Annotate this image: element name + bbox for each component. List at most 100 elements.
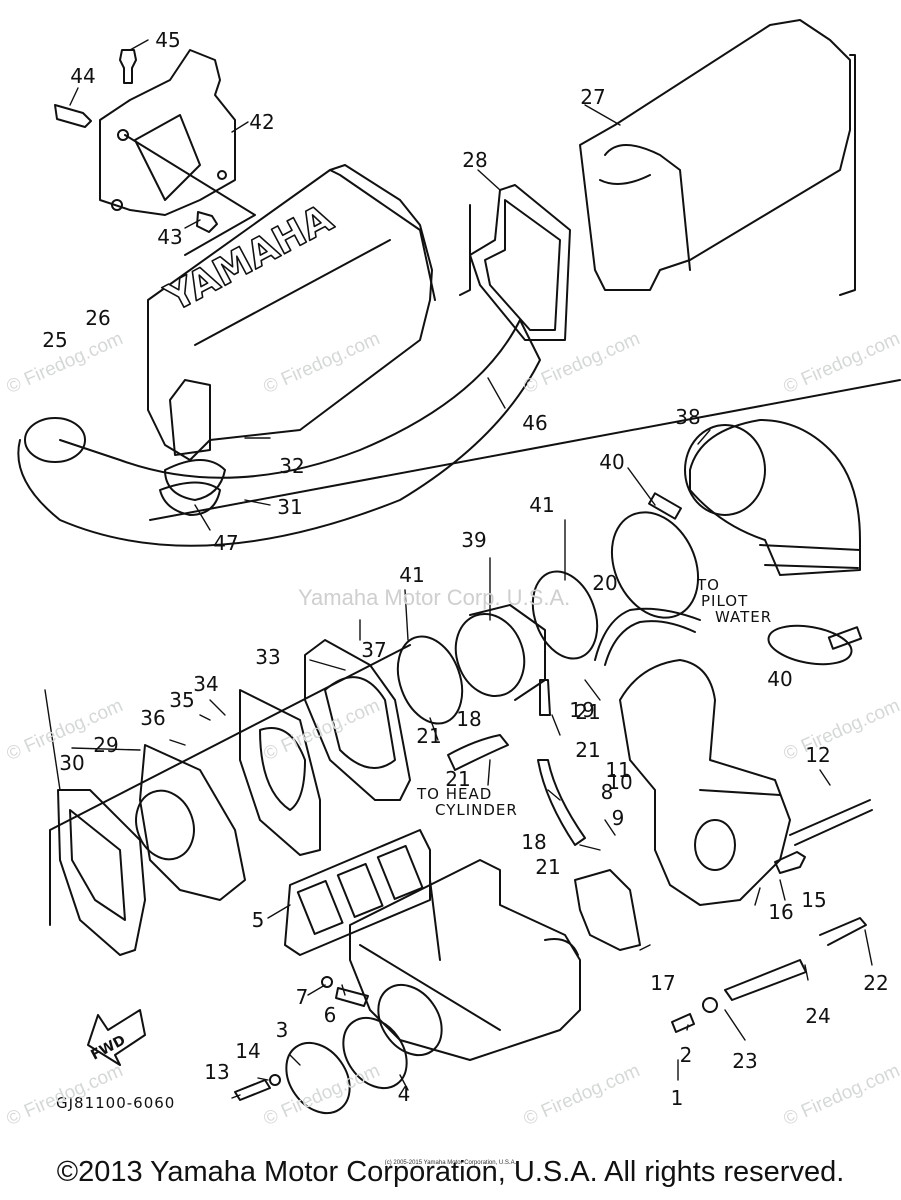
part-46-pipe <box>17 319 541 547</box>
note-to-head-cylinder: TO HEAD CYLINDER <box>417 785 518 819</box>
copyright-footer: ©2013 Yamaha Motor Corporation, U.S.A. A… <box>56 1156 845 1188</box>
callout-21-c: 21 <box>575 700 601 724</box>
note-line: CYLINDER <box>435 800 518 819</box>
part-17-gasket <box>574 869 641 951</box>
callout-18-lower: 18 <box>521 830 547 854</box>
part-25-exhaust-chamber <box>147 164 436 516</box>
callout-7: 7 <box>295 985 309 1009</box>
part-3-cover <box>285 1041 351 1115</box>
callout-11: 11 <box>605 758 631 782</box>
callout-30: 32 <box>279 454 305 478</box>
callout-21-e: 21 <box>535 855 561 879</box>
part-40-clamp-upper-screw <box>648 492 682 520</box>
part-31-elbow <box>135 744 246 901</box>
part-43-bolt <box>196 211 218 233</box>
callout-8: 8 <box>600 780 614 804</box>
callout-5: 5 <box>251 908 265 932</box>
note-line: TO <box>697 576 720 594</box>
callout-25: 25 <box>42 328 68 352</box>
callout-34: 34 <box>193 672 219 696</box>
callout-2: 2 <box>679 1043 693 1067</box>
note-line: TO HEAD <box>417 785 493 803</box>
part-18-hose-lower <box>537 759 586 846</box>
note-line: WATER <box>715 607 773 626</box>
callout-1: 1 <box>670 1086 684 1110</box>
callout-41-left: 41 <box>399 563 425 587</box>
part-27-muffler <box>579 19 851 291</box>
callout-15: 15 <box>801 888 827 912</box>
small-copyright: (c) 2005-2015 Yamaha Motor Corporation, … <box>384 1160 517 1166</box>
callout-46: 46 <box>522 411 548 435</box>
callout-21-a: 21 <box>416 724 442 748</box>
callout-13: 13 <box>204 1060 230 1084</box>
callout-24: 24 <box>805 1004 831 1028</box>
part-22-pin <box>819 917 867 946</box>
part-24-nipple <box>724 959 807 1001</box>
callout-14: 14 <box>235 1039 261 1063</box>
callout-33: 33 <box>255 645 281 669</box>
part-41-clamp-right <box>531 570 599 660</box>
part-14-washer <box>269 1074 281 1086</box>
part-4-gasket <box>342 1016 408 1090</box>
part-15-bolt <box>774 851 806 874</box>
part-38-elbow <box>684 419 861 576</box>
callout-29: 31 <box>277 495 303 519</box>
part-8-elbow <box>619 659 791 906</box>
callout-43: 43 <box>157 225 183 249</box>
callout-3: 3 <box>275 1018 289 1042</box>
part-40-clamp-lower-screw <box>827 626 863 650</box>
part-40-clamp-upper <box>610 511 700 619</box>
callout-16: 16 <box>768 900 794 924</box>
callout-45: 45 <box>155 28 181 52</box>
callout-41-right: 41 <box>529 493 555 517</box>
part-1-manifold <box>349 859 581 1061</box>
callout-22: 22 <box>863 971 889 995</box>
callout-40-upper: 40 <box>599 450 625 474</box>
callout-19: 19 <box>569 698 595 722</box>
callout-42: 42 <box>249 110 275 134</box>
part-6-bolt <box>335 987 369 1007</box>
part-44-bolt <box>54 104 92 128</box>
note-line: PILOT <box>701 591 749 610</box>
part-45-bolt <box>119 49 137 84</box>
callout-21-d: 21 <box>575 738 601 762</box>
part-13-bolt <box>234 1079 271 1101</box>
callout-37: 37 <box>361 638 387 662</box>
callout-18-upper: 18 <box>456 707 482 731</box>
callout-4: 4 <box>397 1082 411 1106</box>
part-28-gasket <box>469 184 571 341</box>
part-4b-gasket <box>377 983 443 1057</box>
callout-9: 9 <box>611 806 625 830</box>
part-41-clamp-left <box>396 635 464 725</box>
callout-12: 12 <box>805 743 831 767</box>
yamaha-emboss: YAMAHA <box>158 196 341 321</box>
callout-35: 35 <box>169 688 195 712</box>
part-40-clamp-lower <box>767 624 853 666</box>
callout-31: 29 <box>93 733 119 757</box>
part-34-gasket <box>239 689 321 856</box>
part-32-gasket <box>57 789 146 956</box>
callout-40-lower: 40 <box>767 667 793 691</box>
callout-28: 28 <box>462 148 488 172</box>
part-19-joint <box>539 679 551 716</box>
callout-17: 17 <box>650 971 676 995</box>
part-12-bolt <box>789 799 873 846</box>
part-18-hose-upper <box>447 734 509 771</box>
part-20-hose <box>594 607 701 666</box>
callout-27: 27 <box>580 85 606 109</box>
note-to-pilot-water: TO PILOT WATER <box>697 576 773 626</box>
callout-6: 6 <box>323 1003 337 1027</box>
part-5-gasket <box>284 829 431 956</box>
part-42-bracket <box>99 49 256 256</box>
callout-39: 39 <box>461 528 487 552</box>
watermark-center: Yamaha Motor Corp. U.S.A. <box>298 585 571 610</box>
callout-10: 10 <box>607 770 633 794</box>
diagram-code: GJ81100-6060 <box>56 1094 176 1112</box>
callout-23: 23 <box>732 1049 758 1073</box>
part-39-coupling <box>454 604 546 701</box>
callout-38: 38 <box>675 405 701 429</box>
callout-20: 20 <box>592 571 618 595</box>
callout-44: 44 <box>70 64 96 88</box>
